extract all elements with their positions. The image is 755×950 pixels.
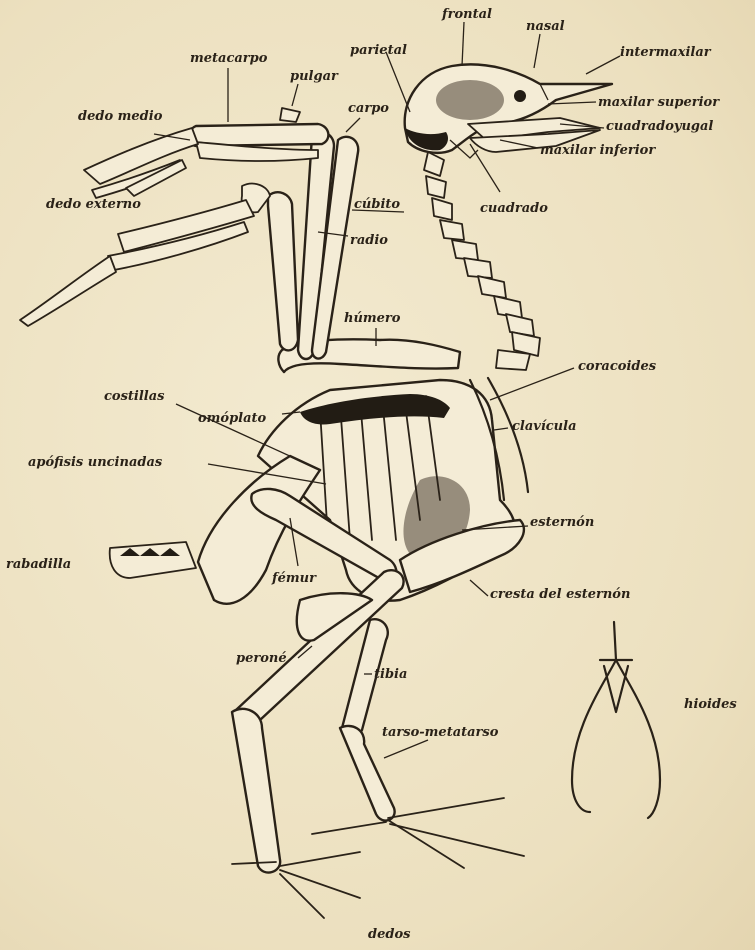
label-rabadilla: rabadilla (6, 558, 71, 571)
label-cubito: cúbito (354, 198, 400, 211)
label-dedo-externo: dedo externo (46, 198, 141, 211)
label-frontal: frontal (442, 8, 492, 21)
label-maxilar-superior: maxilar superior (598, 96, 719, 109)
neck-vertebrae (424, 152, 540, 370)
torso (110, 378, 528, 604)
label-intermaxilar: intermaxilar (620, 46, 711, 59)
label-metacarpo: metacarpo (190, 52, 267, 65)
label-cresta-del-esternon: cresta del esternón (490, 588, 630, 601)
label-humero: húmero (344, 312, 400, 325)
label-radio: radio (350, 234, 388, 247)
label-hioides: hioides (684, 698, 737, 711)
label-maxilar-inferior: maxilar inferior (540, 144, 655, 157)
label-omoplato: omóplato (198, 412, 266, 425)
wing-bones (20, 108, 460, 372)
label-femur: fémur (272, 572, 316, 585)
label-cuadradoyugal: cuadradoyugal (606, 120, 713, 133)
label-dedos: dedos (368, 928, 410, 941)
label-esternon: esternón (530, 516, 594, 529)
label-carpo: carpo (348, 102, 389, 115)
label-tibia: tibia (374, 668, 407, 681)
label-costillas: costillas (104, 390, 164, 403)
label-clavicula: clavícula (512, 420, 577, 433)
label-perone: peroné (236, 652, 287, 665)
label-pulgar: pulgar (290, 70, 338, 83)
label-nasal: nasal (526, 20, 565, 33)
label-coracoides: coracoides (578, 360, 656, 373)
legs (232, 570, 524, 918)
label-parietal: parietal (350, 44, 407, 57)
label-tarso-metatarso: tarso-metatarso (382, 726, 498, 739)
label-cuadrado: cuadrado (480, 202, 548, 215)
label-dedo-medio: dedo medio (78, 110, 162, 123)
label-apofisis-uncinadas: apófisis uncinadas (28, 456, 162, 469)
hioides-bone (572, 622, 660, 818)
